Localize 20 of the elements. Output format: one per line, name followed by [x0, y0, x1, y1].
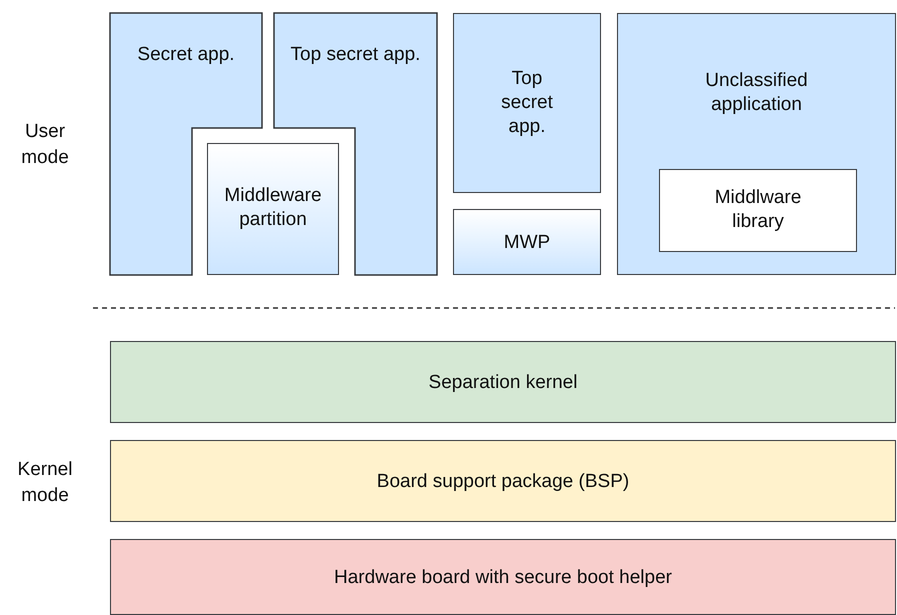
library-box	[659, 169, 857, 252]
application-panel	[617, 13, 896, 275]
panel-label: Middlware library	[714, 186, 802, 234]
panel-label: Top secret app.	[500, 67, 554, 139]
panel-label: Separation kernel	[428, 371, 578, 395]
panel-label: MWP	[502, 231, 552, 255]
mode-label: Kernel mode	[16, 458, 74, 508]
bsp-layer	[110, 440, 896, 522]
partition-box	[453, 209, 601, 275]
application-panel	[453, 13, 601, 193]
mode-label: User mode	[20, 120, 70, 170]
panel-label: Top secret app.	[290, 43, 420, 67]
panel-label: Board support package (BSP)	[376, 470, 630, 494]
kernel-layer	[110, 341, 896, 423]
panel-label: Hardware board with secure boot helper	[333, 566, 673, 590]
panel-label: Unclassified application	[704, 69, 809, 117]
panel-label: Middleware partition	[223, 184, 323, 232]
hardware-layer	[110, 539, 896, 615]
partition-box	[207, 143, 339, 275]
panel-label: Secret app.	[136, 43, 236, 67]
